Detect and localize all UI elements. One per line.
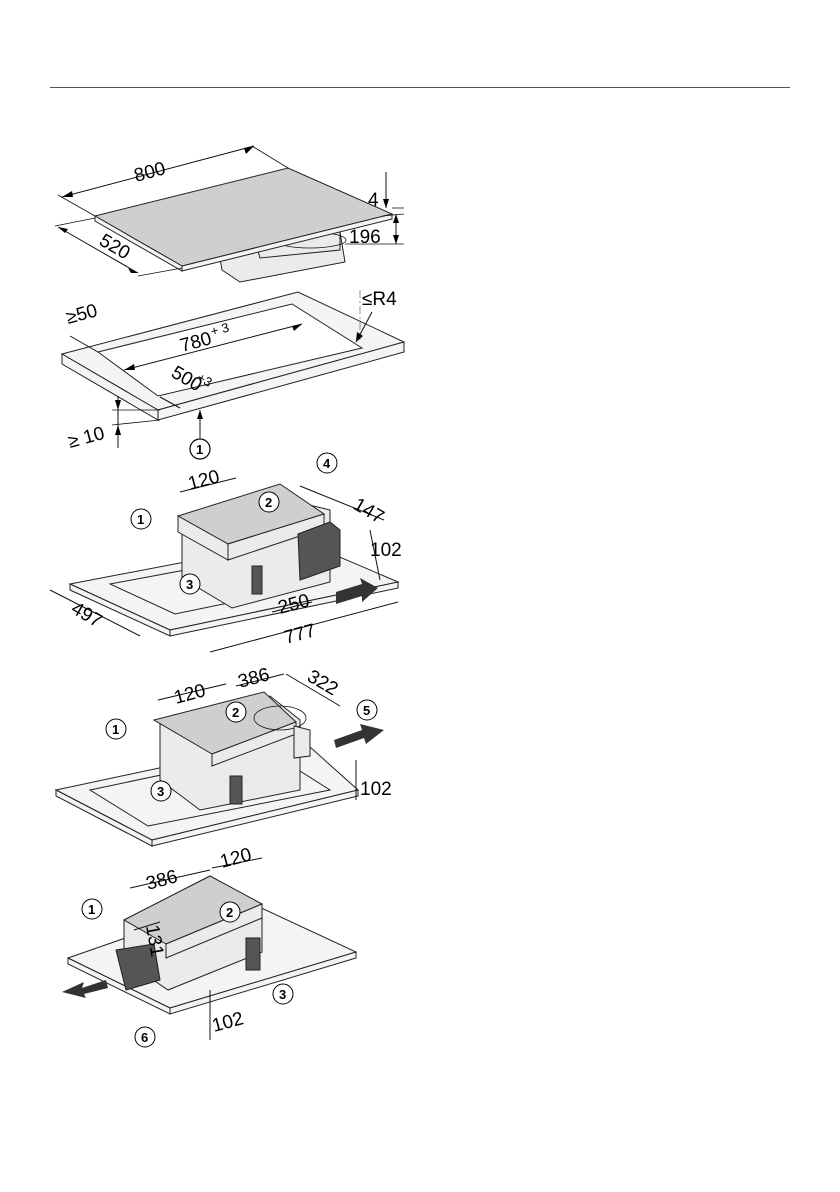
dim-edge-50: ≥50 (64, 300, 100, 328)
dim-width-800: 800 (132, 158, 168, 186)
dim-102: 102 (370, 540, 402, 561)
dim-glass-4: 4 (368, 190, 379, 211)
dim-height-196: 196 (349, 227, 381, 248)
dim-386: 386 (144, 866, 180, 894)
callout-6: 6 (141, 1030, 148, 1045)
callout-1: 1 (137, 512, 144, 527)
callout-3: 3 (279, 987, 286, 1002)
dim-120: 120 (172, 680, 208, 708)
dim-102: 102 (360, 779, 392, 800)
callout-1: 1 (112, 722, 119, 737)
figure-side-exhaust: 120 386 322 102 1 2 3 5 (56, 664, 392, 846)
figure-cutout: ≥50 780 + 3 500 +3 ≤R4 ≥ 10 1 (62, 289, 404, 459)
dim-777: 777 (282, 620, 318, 648)
figure-front-exhaust: 386 120 131 102 1 2 3 6 (62, 844, 356, 1047)
callout-2: 2 (232, 705, 239, 720)
callout-4: 4 (323, 456, 331, 471)
dim-386: 386 (236, 664, 272, 692)
dim-thickness: ≥ 10 (66, 423, 107, 453)
callout-2: 2 (226, 905, 233, 920)
callout-3: 3 (157, 784, 164, 799)
dim-322: 322 (304, 666, 342, 700)
dim-120: 120 (186, 466, 222, 494)
callout-1: 1 (88, 902, 95, 917)
callout-3: 3 (186, 577, 193, 592)
figure-rear-exhaust: 120 147 102 250 777 497 1 2 3 4 (50, 453, 402, 652)
figure-hob-dimensions: 800 520 4 196 (55, 146, 404, 282)
callout-2: 2 (265, 495, 272, 510)
dim-120: 120 (218, 844, 254, 872)
dim-102: 102 (210, 1008, 246, 1036)
callout-1: 1 (196, 442, 203, 457)
dim-147: 147 (350, 494, 388, 528)
dim-radius: ≤R4 (362, 289, 397, 310)
callout-5: 5 (363, 703, 370, 718)
